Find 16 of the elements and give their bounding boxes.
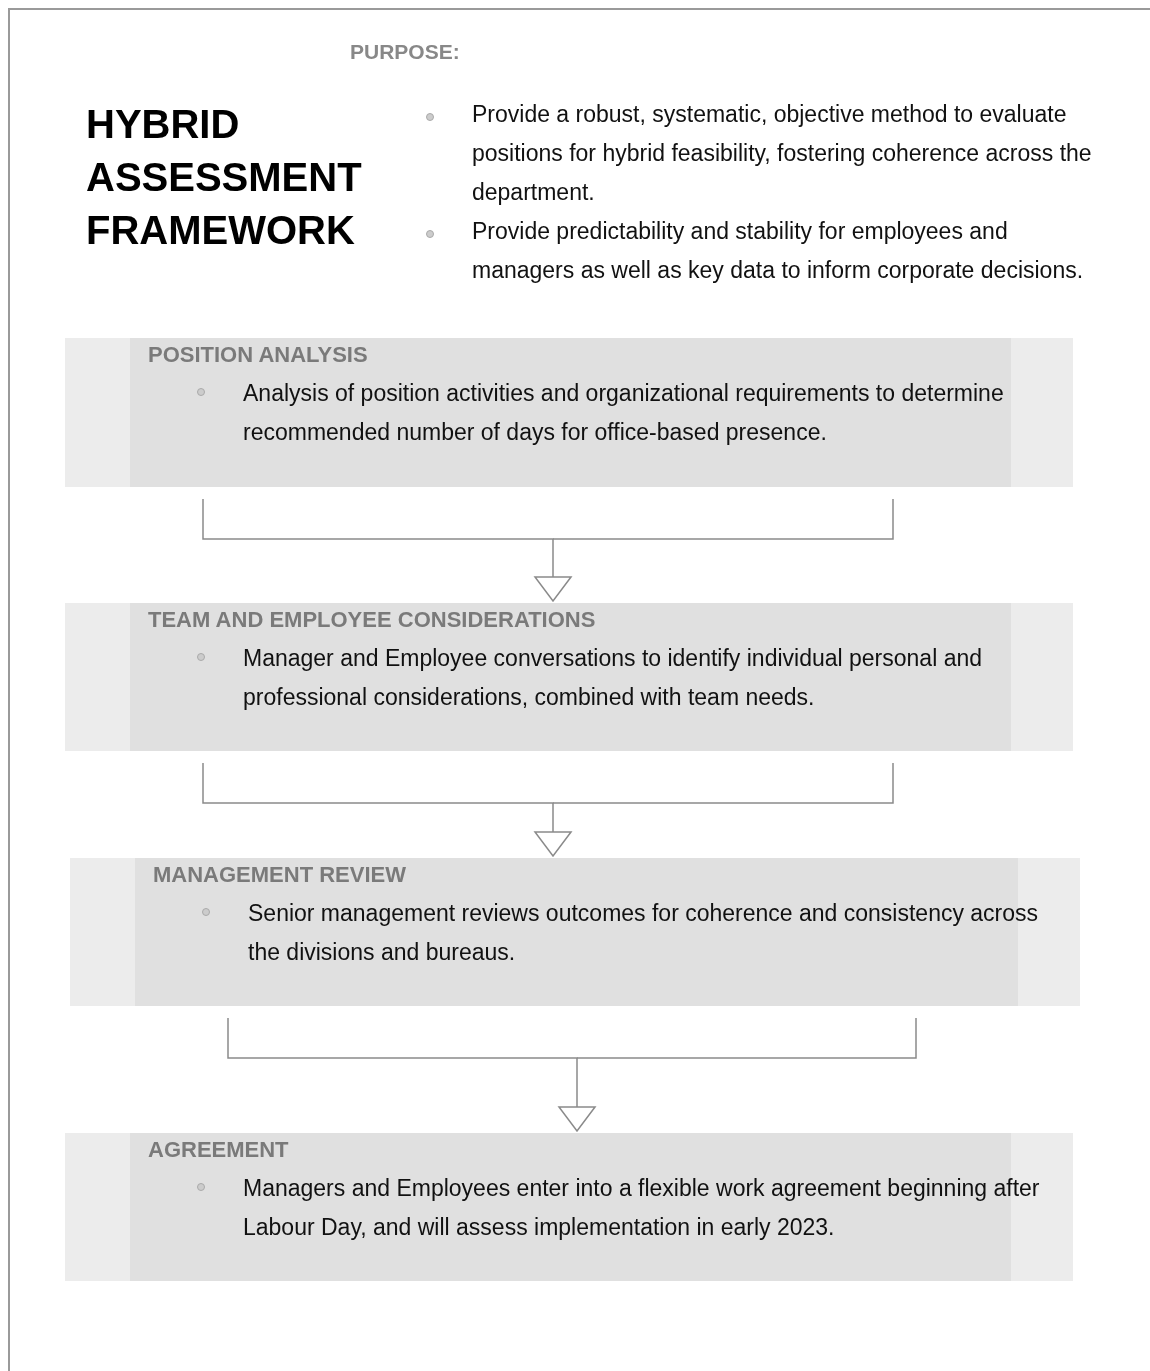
bullet-text: Provide a robust, systematic, objective method to evaluate positions for hybrid feasibility, fostering coherence across the department. — [472, 100, 1092, 207]
section-heading: PURPOSE: — [350, 40, 460, 64]
band-text: Senior management reviews outcomes for coherence and consistency across the divisions and bureaus. — [248, 899, 1040, 967]
band-text: Manager and Employee conversations to identify individual personal and professional considerations, combined with team needs. — [243, 644, 983, 712]
band-text: Analysis of position activities and organizational requirements to determine recommended number of days for office-based presence. — [243, 379, 1005, 447]
band-heading: POSITION ANALYSIS — [148, 342, 368, 368]
process-band — [70, 858, 1080, 1006]
bullet-text: Provide predictability and stability for employees and managers as well as key data to inform corporate decisions. — [472, 217, 1085, 285]
process-band — [65, 603, 1073, 751]
band-heading: TEAM AND EMPLOYEE CONSIDERATIONS — [148, 607, 596, 633]
band-heading: AGREEMENT — [148, 1137, 289, 1163]
process-band — [65, 1133, 1073, 1281]
diagram-title: HYBRID ASSESSMENT FRAMEWORK — [86, 101, 363, 254]
process-band — [65, 338, 1073, 487]
band-text: Managers and Employees enter into a flexible work agreement beginning after Labour Day, and will assess implementation in early 2023. — [243, 1174, 1041, 1242]
band-heading: MANAGEMENT REVIEW — [153, 862, 406, 888]
